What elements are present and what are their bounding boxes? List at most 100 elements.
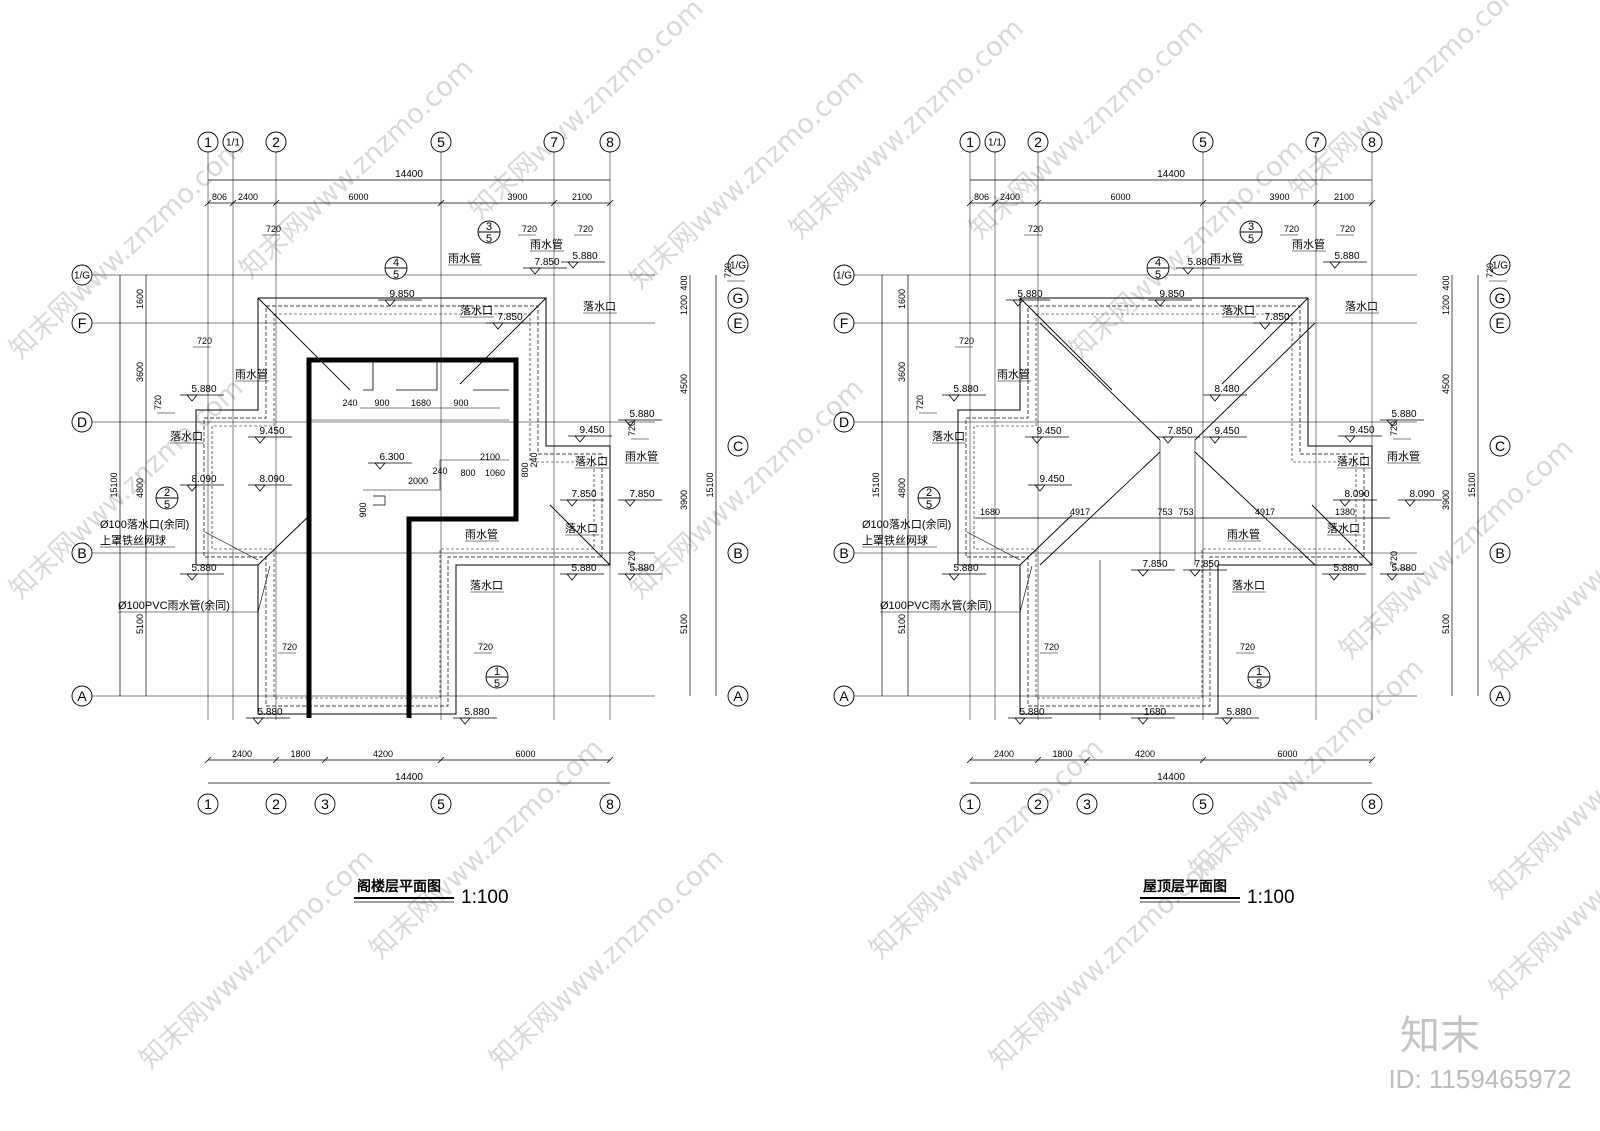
gutter-line-inner — [211, 313, 595, 699]
plan-scale: 1:100 — [1247, 887, 1295, 908]
bottom-axis-bubble-label: 5 — [437, 796, 445, 812]
rain-pipe-label: 雨水管 — [465, 527, 498, 541]
level-triangle — [254, 484, 266, 492]
stair-mark — [373, 495, 386, 506]
bottom-dim: 4200 — [1135, 749, 1155, 759]
level-value: 8.090 — [191, 474, 216, 485]
watermark-text: 知末网www.znzmo.com — [1484, 673, 1600, 905]
dim-tick — [1312, 199, 1320, 207]
left-axis-bubble-label: B — [77, 545, 86, 561]
inner-dim: 240 — [342, 398, 357, 408]
level-triangle — [1344, 435, 1356, 443]
dim-tick — [437, 199, 445, 207]
roof-outline — [957, 297, 1373, 715]
note-leader — [1019, 565, 1033, 613]
level-triangle — [529, 267, 541, 275]
left-axis-bubble-label: D — [839, 414, 849, 430]
pipe-note: Ø100PVC雨水管(余同) — [118, 598, 230, 612]
right-axis-bubble-label: E — [733, 315, 742, 331]
inner-dim: 1680 — [411, 398, 431, 408]
left-axis-bubble-label: F — [840, 315, 849, 331]
dim-720: 720 — [915, 395, 925, 410]
level-triangle — [1221, 717, 1233, 725]
inner-dim: 800 — [460, 468, 475, 478]
bottom-axis-bubble-circle — [314, 793, 336, 815]
left-dim: 3600 — [135, 362, 145, 382]
left-dim: 3600 — [897, 362, 907, 382]
bottom-axis-bubble-circle — [959, 793, 981, 815]
watermark-text: 知末网www.znzmo.com — [134, 843, 380, 1075]
level-triangle — [254, 436, 266, 444]
roof-dim: 1380 — [1335, 507, 1355, 517]
dim-tick — [1199, 199, 1207, 207]
dim-tick — [321, 756, 329, 764]
rain-pipe-label: 雨水管 — [530, 237, 563, 251]
bottom-axis-bubble-circle — [1361, 793, 1383, 815]
right-axis-bubble-circle — [727, 287, 749, 309]
level-value: 5.880 — [1187, 257, 1212, 268]
dim-720: 720 — [723, 263, 733, 278]
inner-dim: 900 — [374, 398, 389, 408]
level-value: 7.850 — [534, 257, 559, 268]
ridge-line — [1019, 297, 1113, 391]
top-total-dim: 14400 — [395, 169, 423, 180]
detail-number: 2 — [926, 487, 932, 499]
inner-dim: 240 — [529, 452, 539, 467]
watermark-text: 知末网www.znzmo.com — [4, 133, 250, 365]
watermark-text: 知末网www.znzmo.com — [234, 53, 480, 285]
right-total-dim: 15100 — [705, 472, 715, 497]
level-value: 5.880 — [571, 563, 596, 574]
top-total-dim: 14400 — [1157, 169, 1185, 180]
inner-wall — [363, 459, 509, 491]
level-triangle — [1329, 261, 1341, 269]
right-dim: 4500 — [679, 374, 689, 394]
bottom-axis-bubble-circle — [1192, 793, 1214, 815]
rain-pipe-label: 雨水管 — [625, 449, 658, 463]
level-value: 7.850 — [571, 489, 596, 500]
plan-title: 屋顶层平面图 — [1143, 879, 1227, 895]
dim-720: 720 — [197, 336, 212, 346]
dim-720: 720 — [266, 224, 281, 234]
bottom-dim: 2400 — [994, 749, 1014, 759]
left-total-dim: 15100 — [871, 472, 881, 497]
image-id: ID: 1159465972 — [1388, 1064, 1571, 1094]
level-triangle — [566, 573, 578, 581]
level-triangle — [1034, 484, 1046, 492]
level-value: 9.450 — [1214, 426, 1239, 437]
right-axis-bubble-label: B — [733, 545, 742, 561]
level-value: 5.880 — [1017, 289, 1042, 300]
dim-720: 720 — [1340, 224, 1355, 234]
plan-title: 阁楼层平面图 — [357, 878, 441, 895]
roof-dim: 4917 — [1070, 507, 1090, 517]
right-dim: 4500 — [1441, 374, 1451, 394]
level-triangle — [624, 499, 636, 507]
dim-720: 720 — [1485, 263, 1495, 278]
level-value: 8.090 — [1344, 489, 1369, 500]
level-triangle — [1209, 436, 1221, 444]
dim-720: 720 — [959, 336, 974, 346]
roof-outline — [195, 297, 611, 715]
level-value: 5.880 — [1226, 707, 1251, 718]
pipe-note: Ø100PVC雨水管(余同) — [880, 598, 992, 612]
level-value: 6.300 — [379, 452, 404, 463]
ridge-line — [257, 514, 311, 566]
dim-tick — [204, 199, 212, 207]
dim-tick — [991, 199, 999, 207]
detail-number: 4 — [393, 257, 399, 269]
right-axis-bubble-label: E — [1495, 315, 1504, 331]
detail-sheet: 5 — [1248, 233, 1254, 245]
outlet-label: 落水口 — [1222, 304, 1255, 317]
dim-tick — [1034, 756, 1042, 764]
dim-720: 720 — [1240, 642, 1255, 652]
left-axis-bubble-label: A — [77, 688, 87, 704]
level-value: 5.880 — [1334, 251, 1359, 262]
level-value: 5.880 — [1019, 707, 1044, 718]
bottom-axis-bubble-circle — [599, 793, 621, 815]
left-dim: 4800 — [897, 478, 907, 498]
top-axis-bubble-label: 8 — [606, 134, 614, 150]
ridge-line — [1019, 514, 1073, 566]
right-dim: 400 — [679, 275, 689, 290]
